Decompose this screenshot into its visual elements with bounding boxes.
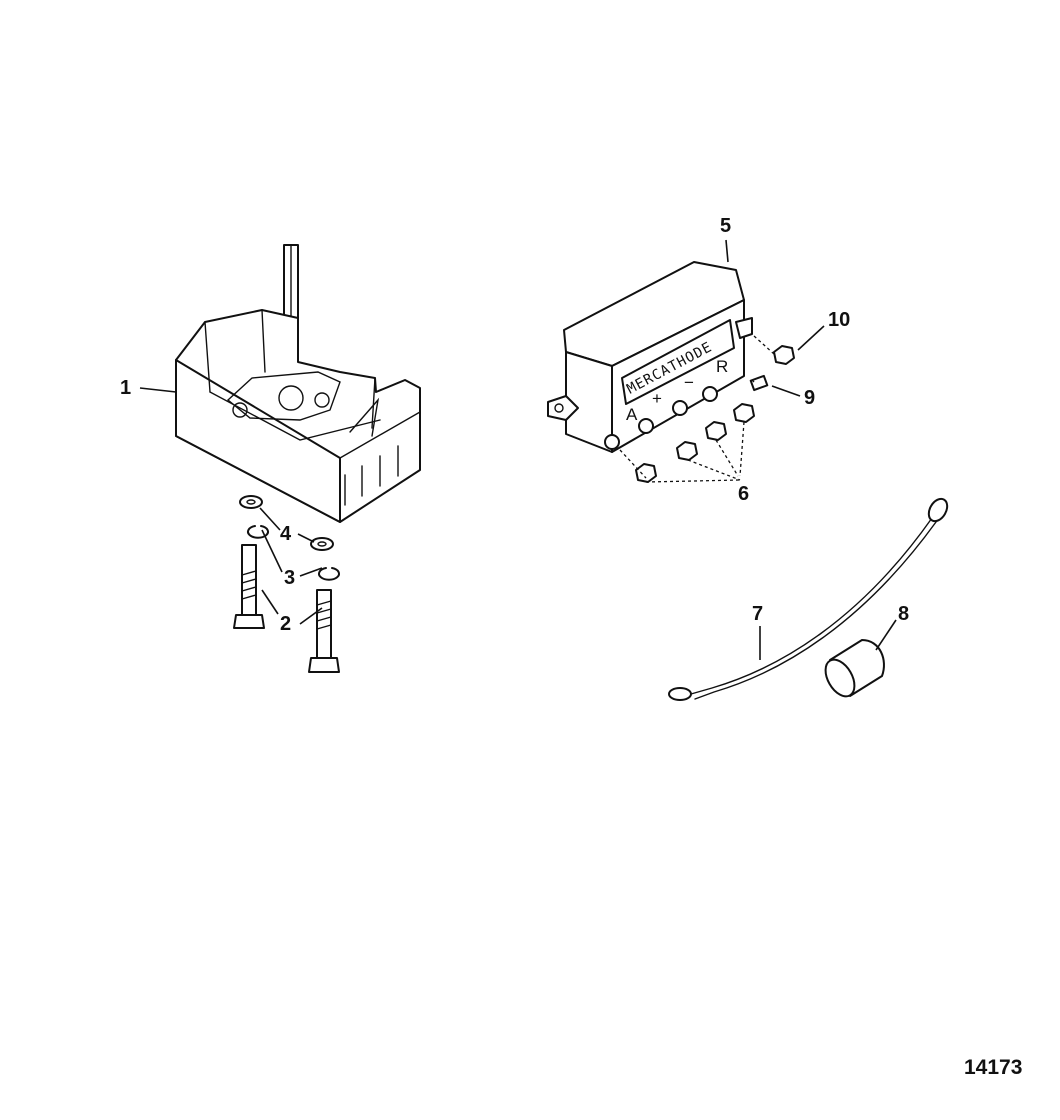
callout-10: 10: [828, 309, 850, 331]
callout-2: 2: [280, 613, 291, 635]
terminal-a-label: A: [626, 405, 638, 424]
callout-1: 1: [120, 377, 131, 399]
mercathode-controller: [547, 261, 753, 453]
terminal-studs: [604, 386, 718, 450]
bolts: [233, 544, 340, 673]
terminal-nuts: [635, 403, 755, 483]
callout-6: 6: [738, 483, 749, 505]
ground-wire: [668, 497, 949, 701]
callout-8: 8: [898, 603, 909, 625]
terminal-minus-label: −: [684, 373, 694, 392]
callout-5: 5: [720, 215, 731, 237]
terminal-cap: [824, 639, 885, 698]
callout-7: 7: [752, 603, 763, 625]
washers: [239, 495, 334, 551]
screw-9: [749, 374, 769, 392]
leader-lines: [139, 239, 897, 660]
figure-number: 14173: [964, 1056, 1022, 1079]
callout-9: 9: [804, 387, 815, 409]
terminal-plus-label: +: [652, 389, 662, 408]
mounting-bracket: [175, 244, 421, 523]
terminal-r-label: R: [716, 357, 728, 376]
lock-washers: [247, 525, 340, 581]
callout-4: 4: [280, 523, 292, 545]
callout-3: 3: [284, 567, 295, 589]
nut-10: [773, 345, 795, 365]
